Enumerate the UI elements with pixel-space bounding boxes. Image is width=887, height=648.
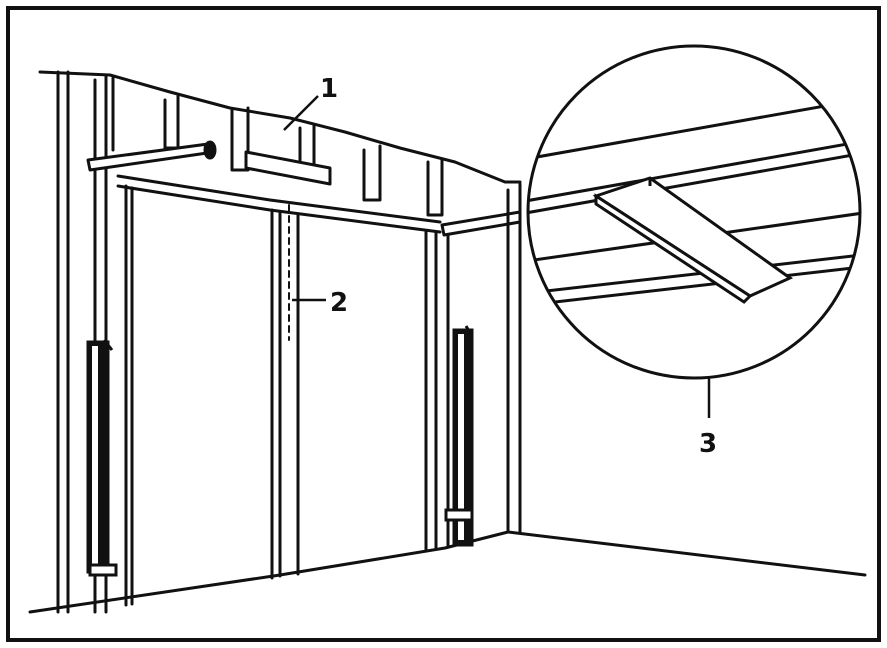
- callout-3: 3: [699, 429, 717, 459]
- room-structure: [28, 70, 867, 614]
- leader-1: [283, 95, 319, 131]
- detail-magnifier: [526, 44, 862, 380]
- left-beam-end: [203, 140, 217, 160]
- door-header-top: [116, 174, 442, 224]
- floor-right-edge: [506, 530, 867, 577]
- callout-1: 1: [320, 74, 338, 104]
- center-mount-block: [244, 150, 332, 186]
- joist-b: [230, 106, 250, 172]
- right-spring-assembly: [444, 325, 474, 547]
- door-header-bottom: [116, 184, 442, 234]
- callout-2: 2: [330, 288, 348, 318]
- leader-lines: [283, 95, 711, 418]
- joist-d: [362, 144, 382, 202]
- joist-e: [426, 158, 444, 217]
- floor-front-edge: [28, 530, 510, 614]
- left-spring-assembly: [86, 339, 118, 577]
- ceiling-edge: [38, 70, 522, 184]
